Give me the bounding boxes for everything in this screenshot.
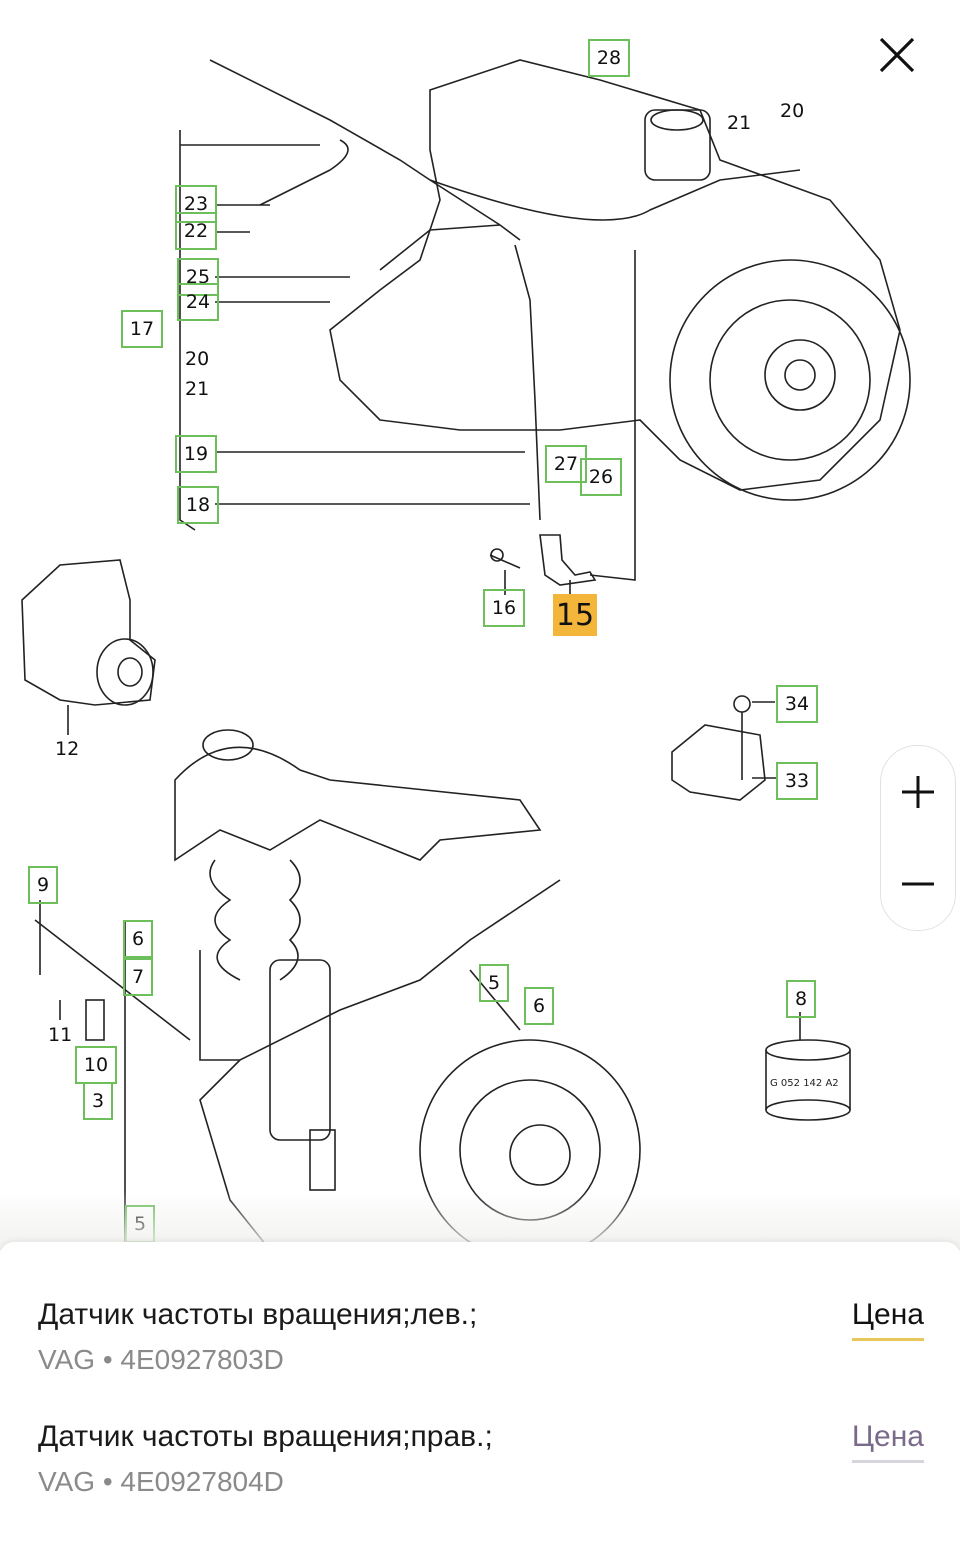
- zoom-out-button[interactable]: [881, 838, 955, 930]
- part-code: VAG • 4E0927803D: [38, 1344, 284, 1375]
- callout-17[interactable]: 17: [121, 310, 163, 348]
- label-11: 11: [48, 1024, 73, 1046]
- plus-icon: [902, 776, 934, 808]
- minus-icon: [902, 882, 934, 886]
- label-20: 20: [185, 348, 210, 370]
- callout-6[interactable]: 6: [524, 987, 554, 1025]
- callout-19[interactable]: 19: [175, 435, 217, 473]
- label-21: 21: [185, 378, 210, 400]
- callout-25[interactable]: 25: [177, 258, 219, 296]
- zoom-control: [880, 745, 956, 931]
- callout-24[interactable]: 24: [177, 283, 219, 321]
- label-20: 20: [780, 100, 805, 122]
- close-icon: [879, 37, 915, 73]
- callout-10[interactable]: 10: [75, 1046, 117, 1084]
- callout-8[interactable]: 8: [786, 980, 816, 1018]
- callout-33[interactable]: 33: [776, 762, 818, 800]
- callout-9[interactable]: 9: [28, 866, 58, 904]
- callout-16[interactable]: 16: [483, 589, 525, 627]
- callout-34[interactable]: 34: [776, 685, 818, 723]
- part-code: VAG • 4E0927804D: [38, 1466, 284, 1497]
- diagram-fade: [0, 1190, 960, 1250]
- callout-7[interactable]: 7: [123, 958, 153, 996]
- callout-5[interactable]: 5: [479, 964, 509, 1002]
- part-name: Датчик частоты вращения;прав.;: [38, 1420, 493, 1453]
- close-button[interactable]: [872, 30, 922, 80]
- parts-diagram[interactable]: G 052 142 A2 28 23 22 25 24 17 19 18 27 …: [0, 0, 960, 1250]
- zoom-in-button[interactable]: [881, 746, 955, 838]
- callout-23[interactable]: 23: [175, 185, 217, 223]
- part-item-left[interactable]: Датчик частоты вращения;лев.; VAG • 4E09…: [38, 1298, 924, 1398]
- part-stamp: G 052 142 A2: [770, 1078, 839, 1089]
- part-item-right[interactable]: Датчик частоты вращения;прав.; VAG • 4E0…: [38, 1420, 924, 1520]
- callout-3[interactable]: 3: [83, 1082, 113, 1120]
- price-link[interactable]: Цена: [851, 1420, 924, 1463]
- parts-sheet: Датчик частоты вращения;лев.; VAG • 4E09…: [0, 1242, 960, 1547]
- callout-27[interactable]: 27: [545, 445, 587, 483]
- callout-6[interactable]: 6: [123, 920, 153, 958]
- price-link[interactable]: Цена: [851, 1298, 924, 1341]
- part-name: Датчик частоты вращения;лев.;: [38, 1298, 478, 1331]
- label-12: 12: [55, 738, 80, 760]
- callout-22[interactable]: 22: [175, 212, 217, 250]
- label-21: 21: [727, 112, 752, 134]
- callout-15-selected[interactable]: 15: [553, 594, 597, 636]
- callout-28[interactable]: 28: [588, 39, 630, 77]
- diagram-drawing: G 052 142 A2: [21, 59, 911, 1250]
- callout-26[interactable]: 26: [580, 458, 622, 496]
- callout-18[interactable]: 18: [177, 486, 219, 524]
